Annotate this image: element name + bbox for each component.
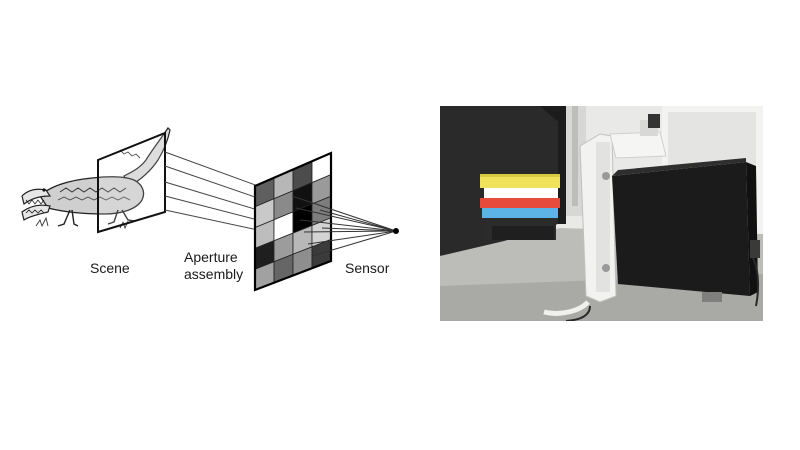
aperture-outline [253, 151, 333, 292]
aperture-assembly-grid [253, 151, 333, 292]
sensor-label: Sensor [345, 260, 390, 276]
sensor-point [393, 228, 399, 234]
scene-label: Scene [90, 260, 130, 276]
prototype-camera-photo [440, 106, 763, 321]
scene-frame [97, 131, 166, 234]
aperture-assembly-label: Aperture assembly [184, 249, 244, 282]
camera-prototype [543, 120, 760, 321]
sensor-rays [291, 195, 397, 257]
projection-lines [164, 151, 259, 231]
book-stack [480, 174, 560, 240]
crocodile-illustration [21, 127, 171, 230]
